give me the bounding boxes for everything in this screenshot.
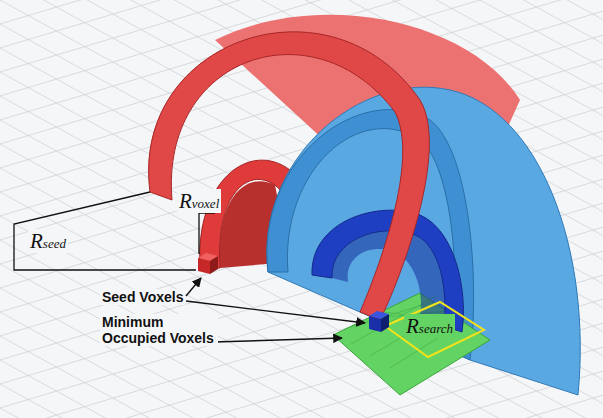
leader-line [214, 338, 342, 342]
callout-label: Seed Voxels [100, 289, 185, 305]
search-radius-square [385, 302, 484, 357]
occupied-voxel-plane [333, 293, 490, 395]
big-red-shell [149, 32, 430, 320]
grid-line [0, 72, 603, 404]
dimension-label: Rsearch [404, 314, 455, 338]
voxel-radius-bracket [199, 213, 215, 254]
callout-label: Minimum Occupied Voxels [100, 314, 218, 346]
grid-line [0, 371, 603, 418]
dimension-label: Rvoxel [177, 189, 221, 213]
big-blue-shell-face [267, 110, 474, 360]
dimension-label: Rseed [28, 229, 68, 253]
leader-line [186, 278, 201, 296]
seed-radius-bracket [14, 192, 196, 270]
red-seed-voxel [198, 253, 218, 274]
grid-line [0, 408, 603, 418]
grid-line [0, 395, 603, 418]
blue-seed-voxel [369, 311, 389, 332]
grid-line [0, 384, 603, 418]
